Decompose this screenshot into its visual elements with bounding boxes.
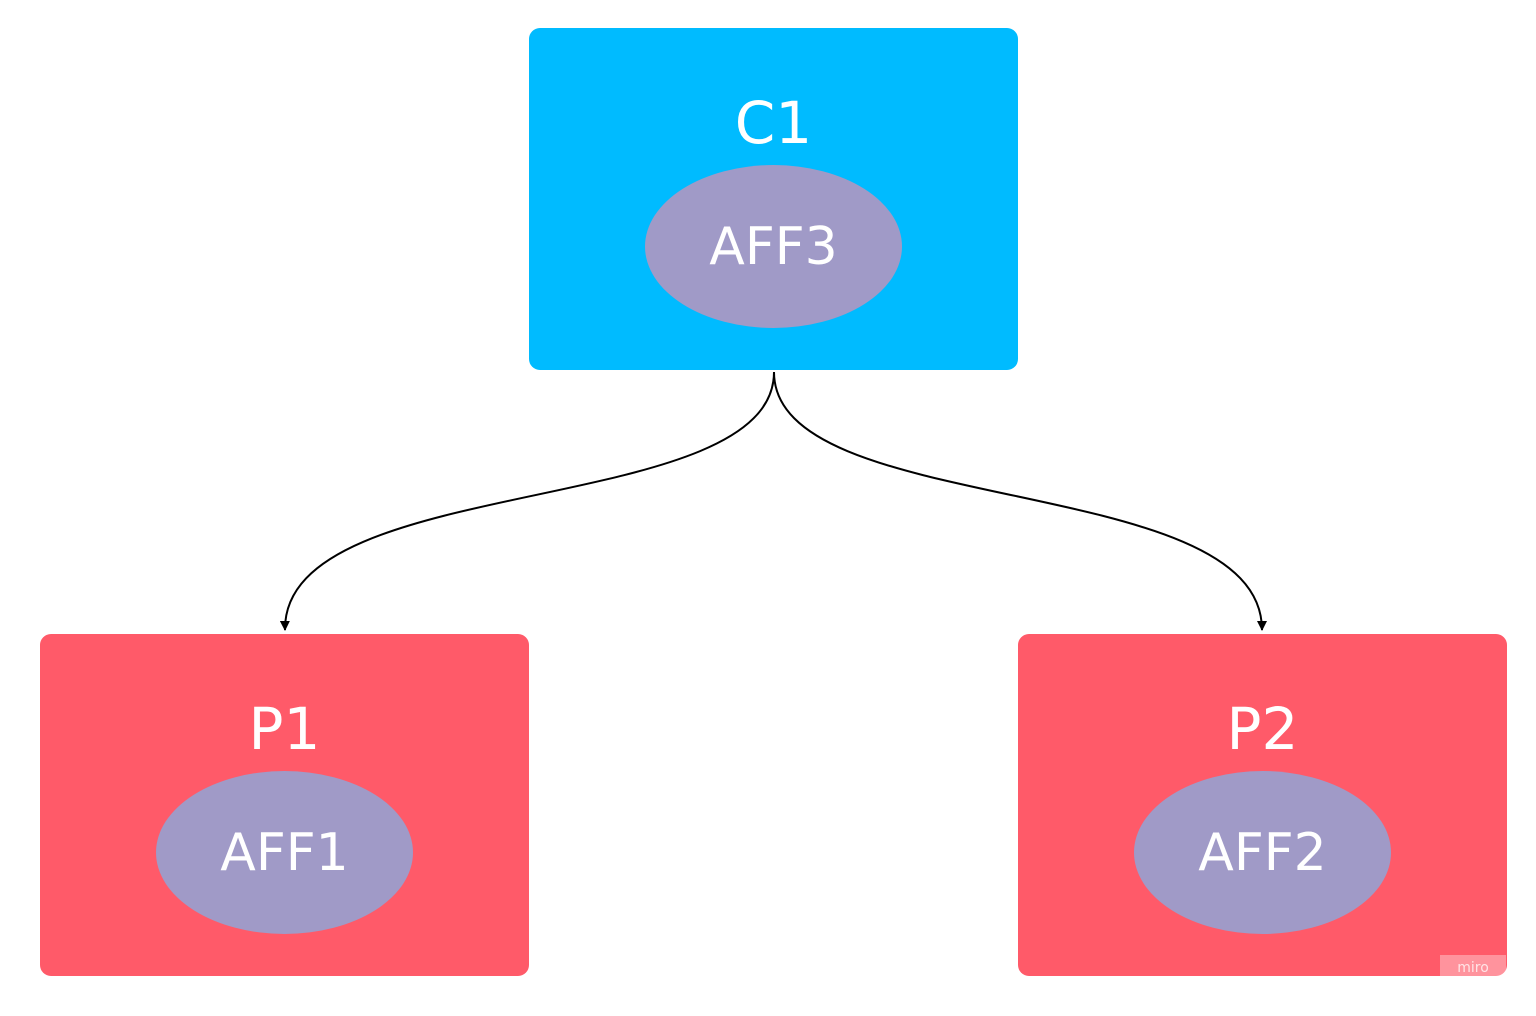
edge-c1-to-p1[interactable] (279, 371, 775, 631)
miro-watermark: miro (1440, 955, 1506, 981)
node-p1-title: P1 (248, 695, 321, 763)
affinity-aff2-ellipse[interactable]: AFF2 (1134, 771, 1391, 934)
affinity-aff2-label: AFF2 (1198, 822, 1327, 883)
affinity-aff3-ellipse[interactable]: AFF3 (645, 165, 902, 328)
affinity-aff3-label: AFF3 (709, 216, 838, 277)
affinity-aff1-label: AFF1 (220, 822, 349, 883)
edge-c1-to-p2[interactable] (773, 371, 1267, 631)
node-p2-title: P2 (1226, 695, 1299, 763)
node-p1[interactable]: P1 AFF1 (40, 634, 529, 976)
node-c1-title: C1 (734, 89, 813, 157)
node-p2[interactable]: P2 AFF2 (1018, 634, 1507, 976)
affinity-aff1-ellipse[interactable]: AFF1 (156, 771, 413, 934)
node-c1[interactable]: C1 AFF3 (529, 28, 1018, 370)
